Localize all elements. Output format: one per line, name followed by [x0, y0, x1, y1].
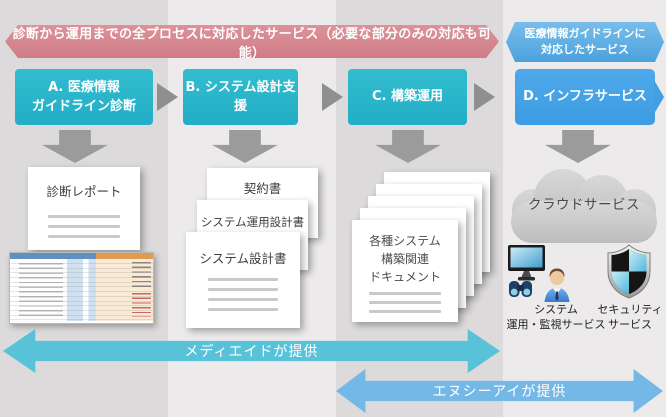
provider-mediaid-label: メディエイドが提供: [184, 344, 319, 360]
document-system-design: システム設計書: [186, 232, 300, 328]
flow-arrow-icon: [474, 83, 495, 111]
document-line2: 構築関連: [380, 252, 429, 266]
document-title: システム設計書: [199, 251, 287, 266]
down-arrow-icon: [545, 130, 611, 163]
binoculars-icon: [509, 281, 532, 297]
text-line: [208, 308, 278, 311]
provider-nci-label: エヌシーアイが提供: [432, 384, 567, 400]
security-service-label: セキュリティ サービス: [594, 303, 666, 333]
monitoring-label-line2: 運用・監視サービス: [506, 317, 606, 331]
text-line: [48, 235, 120, 238]
process-box-b-system-design: B. システム設計支援: [183, 69, 298, 125]
text-line: [208, 288, 278, 291]
guideline-banner-line1: 医療情報ガイドラインに: [524, 27, 646, 41]
process-box-b-label: B. システム設計支援: [185, 79, 296, 115]
text-line: [208, 278, 278, 281]
checklist-red-notes-marks: [132, 293, 151, 317]
guideline-banner-line2: 対応したサービス: [541, 43, 629, 56]
process-box-c-label: C. 構築運用: [371, 89, 443, 105]
checklist-header-row: [10, 253, 153, 259]
monitor-icon: [508, 245, 545, 281]
guideline-service-banner: 医療情報ガイドラインに 対応したサービス: [506, 22, 664, 62]
document-line1: 各種システム: [369, 234, 441, 248]
text-line: [48, 225, 120, 228]
system-monitoring-icon: [507, 244, 573, 302]
document-line3: ドキュメント: [368, 270, 441, 284]
process-box-d-infra-service: D. インフラサービス: [515, 69, 655, 125]
cloud-base: [511, 201, 657, 243]
document-title: 契約書: [243, 181, 282, 196]
flow-arrow-icon: [157, 83, 178, 111]
text-line: [208, 298, 278, 301]
process-box-a-line2: ガイドライン診断: [31, 99, 136, 114]
text-line: [369, 292, 441, 295]
process-box-c-build-operate: C. 構築運用: [348, 69, 467, 125]
checklist-notes-marks: [132, 262, 151, 290]
document-title: システム運用設計書: [200, 215, 305, 229]
monitoring-label-line1: システム: [534, 303, 578, 316]
monitoring-service-label: システム 運用・監視サービス: [498, 303, 614, 333]
text-line: [369, 310, 441, 313]
cloud-shape: クラウドサービス: [508, 163, 660, 245]
flow-arrow-icon: [322, 83, 343, 111]
text-line: [48, 215, 120, 218]
person-icon: [544, 268, 570, 302]
security-shield-icon: [606, 244, 652, 299]
assessment-checklist-image: [9, 252, 154, 324]
document-title: 診断レポート: [46, 184, 122, 199]
process-box-a-guideline-diagnosis: A. 医療情報 ガイドライン診断: [15, 69, 153, 125]
checklist-text-marks: [19, 263, 63, 317]
security-label-line1: セキュリティ: [597, 303, 663, 316]
cloud-label: クラウドサービス: [528, 197, 640, 213]
down-arrow-icon: [212, 130, 278, 163]
process-box-a-line1: A. 医療情報: [48, 79, 120, 95]
process-box-d-label: D. インフラサービス: [523, 89, 647, 105]
document-build-related: 各種システム 構築関連 ドキュメント: [352, 220, 458, 322]
full-process-banner-text: 診断から運用までの全プロセスに対応したサービス（必要な部分のみの対応も可能）: [12, 26, 492, 61]
document-diagnosis-report: 診断レポート: [28, 167, 140, 250]
full-process-banner: 診断から運用までの全プロセスに対応したサービス（必要な部分のみの対応も可能）: [5, 25, 499, 58]
text-line: [369, 301, 441, 304]
security-label-line2: サービス: [608, 317, 652, 331]
